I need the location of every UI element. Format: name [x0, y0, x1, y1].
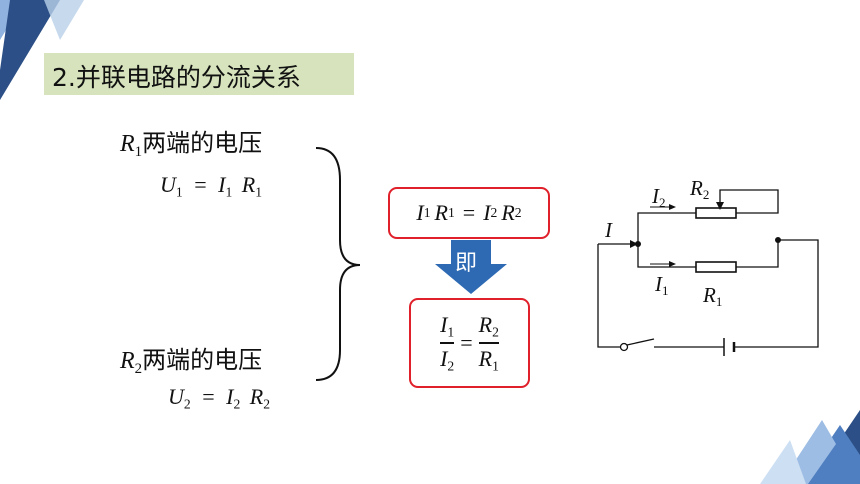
r2-heading-sub: 2 [134, 360, 143, 377]
eq-symbol: U [168, 384, 184, 409]
circuit-label-R2: R2 [690, 176, 709, 203]
eq-sub: 2 [263, 396, 271, 412]
eq-sub: 1 [715, 294, 723, 310]
eq-sub: 1 [447, 324, 455, 340]
eq-symbol: I [652, 184, 659, 208]
r2-heading-text: 两端的电压 [142, 346, 263, 374]
eq-operator: = [460, 330, 473, 355]
r1-voltage-equation: U1 = I1 R1 [160, 172, 262, 200]
eq-operator: = [194, 172, 207, 197]
eq-symbol: I [416, 200, 424, 225]
eq-sub: 2 [492, 324, 499, 340]
eq-symbol: I [218, 172, 226, 197]
eq-symbol: U [160, 172, 176, 197]
eq-sub: 2 [490, 205, 498, 220]
circuit-label-I: I [605, 218, 612, 242]
eq-symbol: I [440, 345, 448, 371]
eq-sub: 1 [423, 205, 431, 220]
eq-symbol: I [483, 200, 491, 225]
eq-symbol: R [434, 200, 448, 225]
eq-sub: 2 [183, 396, 191, 412]
eq-symbol: R [478, 345, 493, 371]
ratio-box: I1 I2 = R2 R1 [409, 298, 530, 388]
r1-voltage-heading: R1两端的电压 [120, 123, 262, 161]
eq-symbol: I [655, 272, 662, 296]
eq-sub: 1 [492, 358, 499, 374]
eq-symbol: I [226, 384, 234, 409]
arrow-label: 即 [455, 251, 478, 276]
circuit-label-R1: R1 [703, 283, 722, 310]
eq-operator: = [202, 384, 215, 409]
eq-sub: 1 [175, 184, 183, 200]
circuit-label-I1: I1 [655, 272, 669, 299]
fraction-right: R2 R1 [478, 311, 499, 374]
eq-sub: 2 [233, 396, 241, 412]
eq-symbol: R [241, 172, 256, 197]
eq-sub: 2 [702, 187, 710, 203]
r1-heading-sub: 1 [134, 143, 143, 160]
r2-voltage-equation: U2 = I2 R2 [168, 384, 270, 412]
r1-heading-var: R [120, 131, 135, 157]
circuit-label-I2: I2 [652, 184, 666, 211]
eq-sub: 1 [225, 184, 233, 200]
eq-sub: 1 [662, 283, 669, 299]
curly-brace [315, 147, 361, 381]
eq-symbol: R [703, 283, 716, 307]
eq-sub: 2 [447, 358, 455, 374]
eq-sub: 2 [659, 195, 666, 211]
eq-symbol: R [478, 311, 493, 337]
circuit-diagram [597, 189, 819, 356]
eq-sub: 1 [255, 184, 263, 200]
r1-heading-text: 两端的电压 [142, 129, 263, 157]
r2-voltage-heading: R2两端的电压 [120, 340, 262, 378]
eq-symbol: I [440, 311, 448, 337]
r2-heading-var: R [120, 348, 135, 374]
eq-operator: = [462, 200, 476, 225]
fraction-left: I1 I2 [440, 311, 455, 374]
title-banner [44, 53, 354, 95]
eq-sub: 2 [514, 205, 522, 220]
eq-symbol: R [501, 200, 515, 225]
eq-symbol: R [249, 384, 264, 409]
page-title: 2.并联电路的分流关系 [52, 63, 301, 92]
down-arrow-icon [435, 240, 507, 294]
eq-symbol: R [690, 176, 703, 200]
eq-sub: 1 [447, 205, 455, 220]
